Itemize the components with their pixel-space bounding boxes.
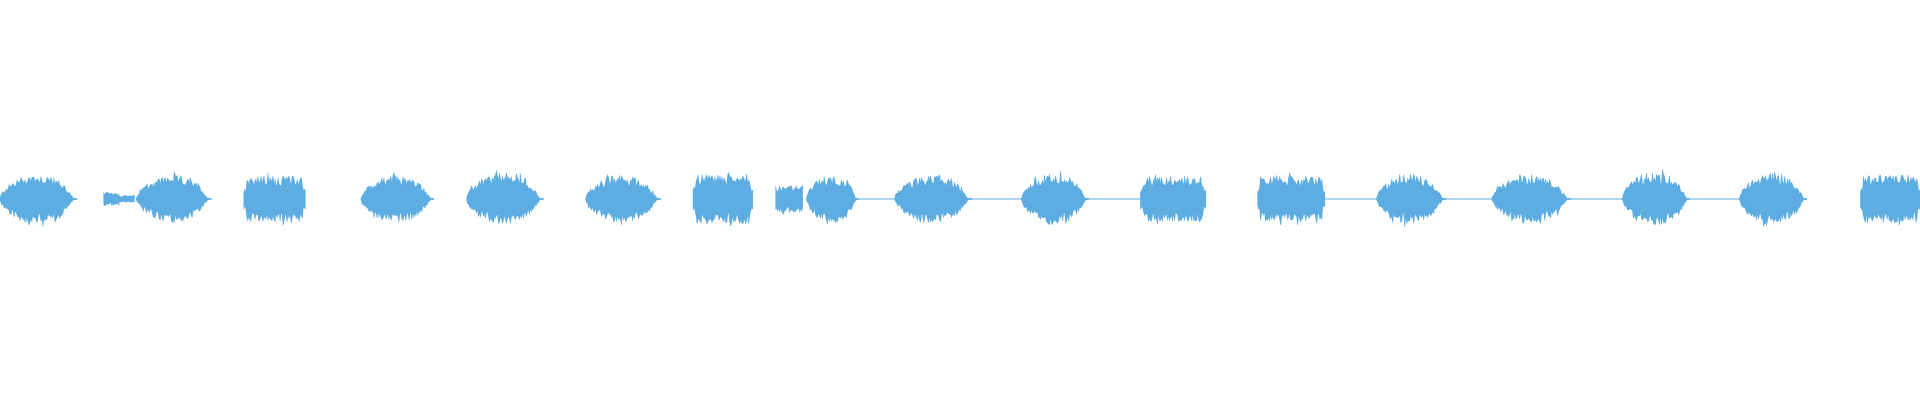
waveform-burst-3 — [136, 171, 212, 224]
waveform-burst-18 — [1739, 171, 1807, 228]
waveform-burst-15 — [1376, 173, 1447, 227]
waveform-burst-8 — [692, 172, 753, 227]
waveform-burst-14 — [1257, 172, 1326, 226]
waveform-burst-2 — [118, 194, 135, 204]
waveform-burst-16 — [1491, 174, 1571, 225]
waveform-burst-1 — [103, 192, 120, 207]
waveform-bursts — [0, 169, 1920, 228]
waveform-burst-13 — [1140, 174, 1207, 224]
waveform-burst-0 — [0, 176, 78, 227]
waveform-burst-7 — [585, 174, 661, 225]
waveform-burst-5 — [360, 172, 435, 223]
waveform-burst-11 — [894, 174, 972, 223]
waveform-burst-19 — [1860, 174, 1920, 226]
waveform-burst-17 — [1622, 169, 1690, 225]
waveform-burst-4 — [243, 172, 306, 226]
waveform-burst-9 — [775, 184, 803, 215]
waveform-burst-12 — [1021, 170, 1089, 226]
waveform-burst-10 — [806, 176, 859, 224]
waveform-burst-6 — [466, 170, 544, 225]
